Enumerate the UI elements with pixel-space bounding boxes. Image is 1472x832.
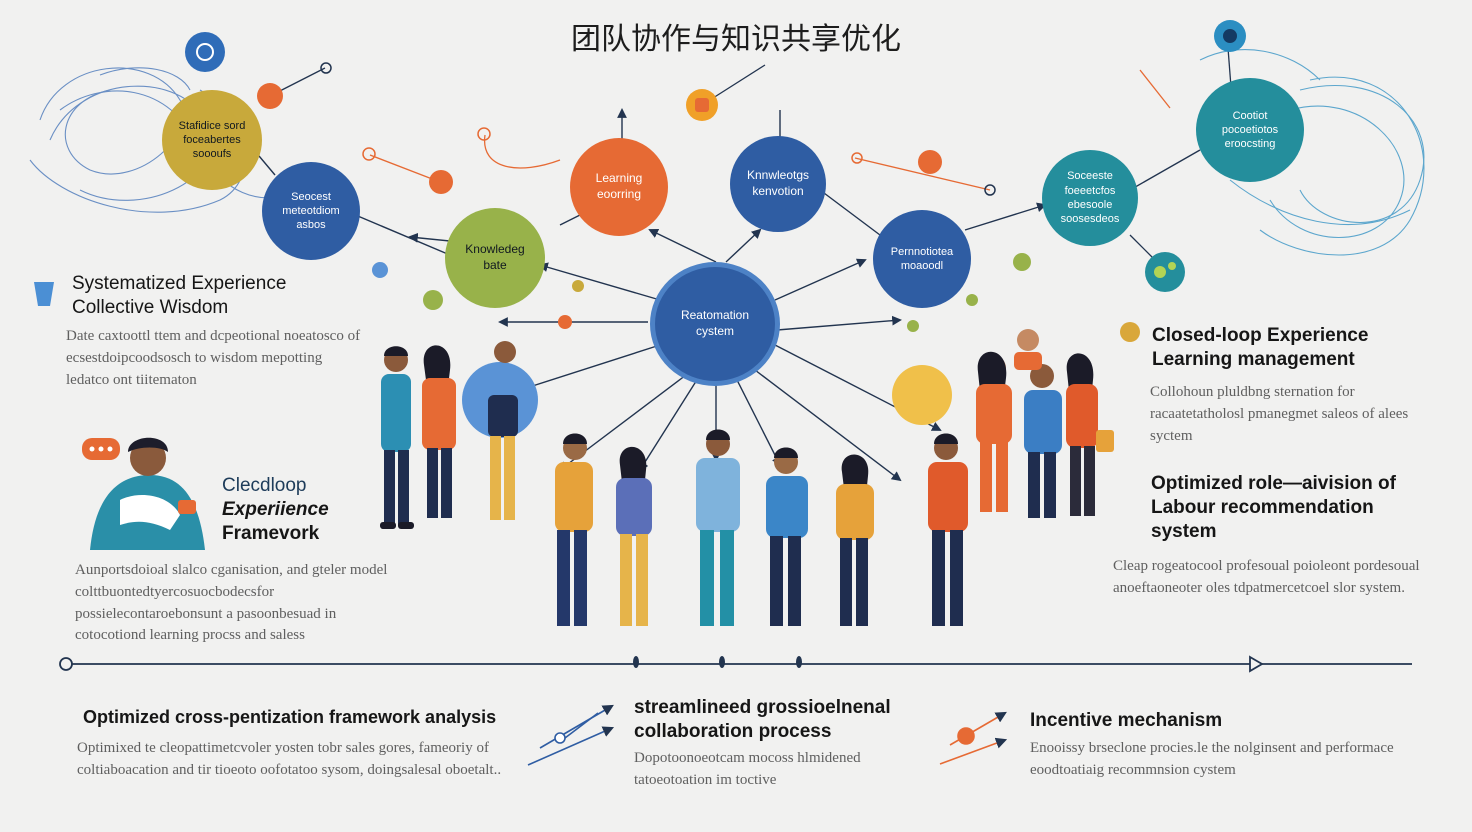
node-session: Seocest meteotdiom asbos: [262, 162, 360, 260]
person: [380, 346, 414, 529]
bottom-heading-2: streamlineed grossioelnenal collaboratio…: [634, 697, 891, 743]
node-learning: Learning eoorring: [570, 138, 668, 236]
right-heading-2: Optimized role—aivision of Labour recomm…: [1151, 473, 1396, 543]
node-knowledge-top: Knnwleotgs kenvotion: [730, 136, 826, 232]
decorative-swirls-right: [1199, 49, 1425, 256]
person: [555, 433, 593, 626]
idea-bulb-shape: [892, 365, 952, 425]
person: [616, 446, 652, 626]
node-center: Reatomation cystem: [650, 262, 780, 386]
left-subheading-line2: Experiience: [222, 499, 329, 521]
person: [1014, 329, 1042, 370]
people-group: [380, 329, 1114, 626]
left-heading: Systematized Experience Collective Wisdo…: [72, 273, 287, 319]
bottom-heading-1: Optimized cross-pentization framework an…: [83, 707, 497, 727]
bottom-body-1: Optimixed te cleopattimetcvoler yosten t…: [77, 740, 502, 778]
accent-pins: [185, 20, 1246, 342]
person: [836, 454, 874, 626]
person: [976, 351, 1012, 512]
bottom-body-3: Enooissy brseclone procies.le the nolgin…: [1030, 740, 1394, 778]
connectors: [253, 108, 1201, 482]
left-body: Date caxtoottl ttem and dcpeotional noea…: [66, 328, 361, 388]
cup-icon: [34, 282, 54, 306]
person: [1024, 364, 1062, 518]
left-subheading: Clecdloop Experiience Framevork: [222, 474, 402, 546]
person: [766, 447, 808, 626]
person: [488, 341, 518, 520]
right-heading: Closed-loop Experience Learning manageme…: [1152, 325, 1369, 371]
right-body: Collohoun pluldbng sternation for racaat…: [1150, 384, 1409, 444]
person: [696, 429, 740, 626]
bottom-heading-3: Incentive mechanism: [1030, 710, 1223, 731]
timeline: [59, 655, 1412, 673]
node-secure: Soceeste foeeetcfos ebesoole soosesdeos: [1042, 150, 1138, 246]
person: [928, 433, 968, 626]
person: [422, 345, 456, 518]
bottom-arrow-icon-1: [527, 704, 615, 766]
left-body-2: Aunportsdoioal slalco cganisation, and g…: [75, 562, 388, 644]
shopping-bag-icon: [1096, 430, 1114, 452]
node-personalized: Pernnotiotea moaoodl: [873, 210, 971, 308]
chat-bubble-icon: [82, 438, 120, 460]
node-stakeholder: Stafidice sord foceabertes soooufs: [162, 90, 262, 190]
left-subheading-line1: Clecdloop: [222, 475, 307, 496]
page-title: 团队协作与知识共享优化: [571, 22, 901, 57]
node-knowledge-base: Knowledeg bate: [445, 208, 545, 308]
bottom-body-2: Dopotoonoeotcam mocoss hlmidened tatoeot…: [634, 750, 861, 788]
person: [1066, 353, 1098, 516]
bottom-arrow-icon-2: [939, 711, 1008, 765]
node-control: Cootiot pocoetiotos eroocsting: [1196, 78, 1304, 182]
right-body-2: Cleap rogeatocool profesoual poioleont p…: [1113, 558, 1420, 596]
presenter-illustration: [90, 437, 205, 550]
left-subheading-line3: Framevork: [222, 523, 320, 545]
